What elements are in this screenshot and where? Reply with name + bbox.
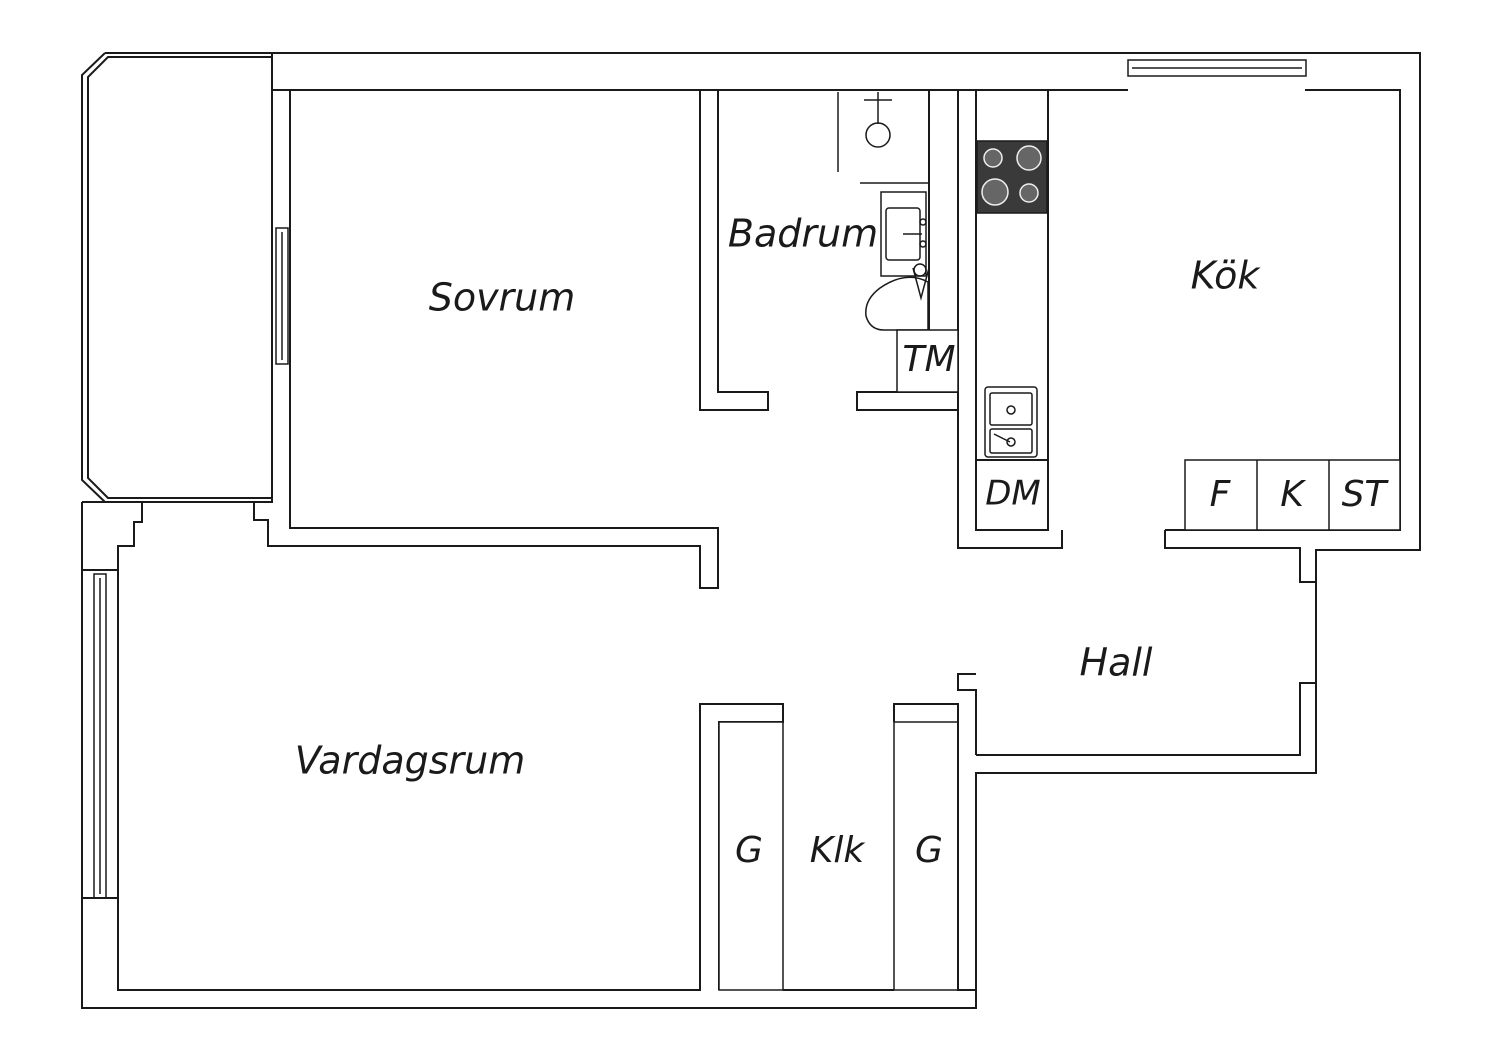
stove: [976, 140, 1048, 214]
room-labels: Sovrum Badrum TM Kök DM F K ST Hall Vard…: [295, 212, 1390, 872]
label-sovrum: Sovrum: [429, 276, 576, 320]
kok-walls: [957, 90, 1316, 583]
label-st: ST: [1342, 474, 1390, 515]
kitchen-window: [1127, 59, 1307, 77]
label-g-right: G: [915, 830, 943, 871]
kitchen-sink: [984, 386, 1038, 458]
sovrum-walls: [253, 89, 769, 589]
label-hall: Hall: [1080, 641, 1153, 685]
closets: [718, 673, 1316, 991]
kitchen-cabinets: [1184, 459, 1401, 531]
label-g-left: G: [735, 830, 763, 871]
label-k: K: [1280, 474, 1306, 515]
vardagsrum-window: [82, 501, 143, 899]
label-badrum: Badrum: [728, 212, 878, 256]
label-f: F: [1210, 474, 1232, 515]
label-dm: DM: [985, 474, 1041, 514]
balcony-door: [275, 227, 289, 365]
label-vardagsrum: Vardagsrum: [295, 739, 526, 783]
label-kok: Kök: [1191, 254, 1262, 298]
bathroom-fixtures: [837, 92, 959, 393]
label-tm: TM: [902, 339, 955, 380]
label-klk: Klk: [810, 830, 867, 871]
